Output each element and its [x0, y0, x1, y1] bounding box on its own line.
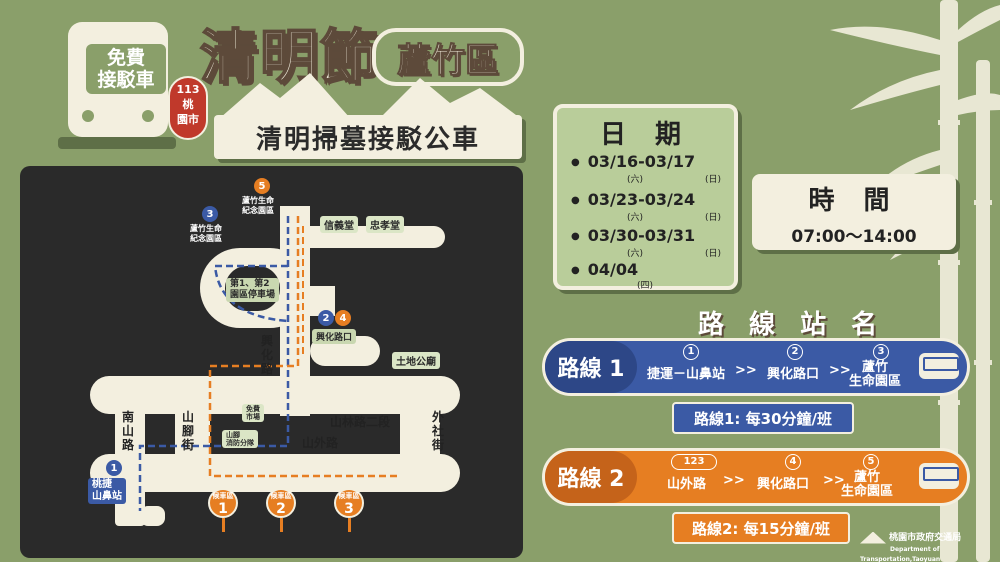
route2-stop-3: 蘆竹 生命園區 [841, 470, 894, 499]
time-value: 07:00～14:00 [791, 227, 917, 247]
badge-line1: 免費 [106, 47, 145, 69]
route2-sep-1: >> [723, 473, 745, 488]
year-badge-char1: 桃 [182, 98, 194, 111]
route-1-frequency: 路線1: 每30分鐘/班 [672, 402, 854, 434]
date-item-4: 04/04 [571, 260, 638, 279]
dept-logo-icon [860, 531, 886, 544]
route1-stop-num-2: 2 [787, 344, 803, 360]
tag-xinghua-junction: 興化路口 [312, 329, 357, 344]
district-badge: 蘆竹區 [372, 28, 524, 86]
stop2-num: 2 [276, 501, 286, 517]
road-shanjiao: 山 腳 街 [182, 410, 195, 452]
route1-stop-3: 蘆竹 生命園區 [849, 360, 902, 389]
route-map: 5 蘆竹生命紀念園區 3 蘆竹生命紀念園區 2 4 1 信義堂 忠孝堂 第1、第… [20, 166, 523, 558]
date4-w1: (四) [637, 281, 654, 291]
dept-name-en: Department of Transportation,Taoyuan [860, 545, 941, 562]
mountain-decoration [220, 73, 520, 118]
date-item-2: 03/23-03/24 [571, 190, 695, 209]
pin5-label2: 紀念園區 [242, 206, 274, 215]
date-item-1: 03/16-03/17 [571, 152, 695, 171]
pin3-label2: 紀念園區 [190, 234, 222, 243]
routes-title: 路 線 站 名 [698, 310, 886, 340]
bus-icon: 免費 接駁車 [68, 22, 168, 137]
year-badge: 113 桃 園市 [168, 76, 208, 140]
stop1-head: 候車區 [212, 492, 234, 500]
stop1-num: 1 [218, 501, 228, 517]
dept-name-zh: 桃園市政府交通局 [889, 533, 962, 543]
route2-stop-1: 山外路 [667, 477, 707, 492]
dates-title: 日 期 [599, 120, 692, 150]
stop3-num: 3 [344, 501, 354, 517]
date3-w2: (日) [705, 249, 722, 259]
date-item-3: 03/30-03/31 [571, 226, 695, 245]
route2-stop-num-3: 5 [863, 454, 879, 470]
road-shanlin: 山林路二段 [330, 415, 391, 429]
route-2-name: 路線 2 [545, 451, 637, 503]
tag-market: 免費 市場 [242, 404, 264, 422]
badge-line2: 接駁車 [97, 69, 155, 91]
page-title: 清明節 [199, 22, 381, 92]
time-title: 時 間 [808, 186, 900, 216]
date1-w2: (日) [705, 175, 722, 185]
date2-w2: (日) [705, 213, 722, 223]
pin3-label1: 蘆竹生命 [190, 224, 222, 233]
pin5-label1: 蘆竹生命 [242, 196, 274, 205]
year-badge-char2: 園 [177, 113, 188, 126]
route1-sep-1: >> [735, 363, 757, 378]
route2-stop-2: 興化路口 [757, 477, 810, 492]
bus-icon [919, 463, 959, 489]
date1-w1: (六) [627, 175, 644, 185]
road-shanwai: 山外路 [302, 436, 339, 450]
tag-parking: 第1、第2 園區停車場 [226, 278, 280, 302]
time-panel: 時 間 07:00～14:00 [752, 174, 956, 250]
route1-stop-num-3: 3 [873, 344, 889, 360]
free-shuttle-badge: 免費 接駁車 [58, 14, 176, 149]
tag-xinyi-hall: 信義堂 [320, 216, 358, 233]
date3-w1: (六) [627, 249, 644, 259]
department-logo: 桃園市政府交通局 Department of Transportation,Ta… [860, 530, 990, 562]
map-pin-3: 3 [202, 206, 218, 222]
route1-stop-1: 捷運－山鼻站 [647, 367, 726, 382]
map-pin-1: 1 [106, 460, 122, 476]
year-badge-char3: 市 [188, 113, 199, 126]
map-pin-4: 4 [335, 310, 351, 326]
route2-sep-2: >> [823, 473, 845, 488]
dates-panel: 日 期 03/16-03/17 (六) (日) 03/23-03/24 (六) … [553, 104, 738, 291]
date2-w1: (六) [627, 213, 644, 223]
map-pin-5: 5 [254, 178, 270, 194]
route2-stop-num-2: 4 [785, 454, 801, 470]
bus-icon [919, 353, 959, 379]
route-2-frequency: 路線2: 每15分鐘/班 [672, 512, 850, 544]
route-1-bar: 路線 1 1 捷運－山鼻站 >> 2 興化路口 >> 3 蘆竹 生命園區 [542, 338, 970, 396]
route2-stop-num-1: 123 [671, 454, 717, 470]
route1-stop-num-1: 1 [683, 344, 699, 360]
route-1-name: 路線 1 [545, 341, 637, 393]
route1-stop-2: 興化路口 [767, 367, 820, 382]
tag-zhongxiao-hall: 忠孝堂 [366, 216, 404, 233]
stop2-head: 候車區 [270, 492, 292, 500]
tag-mrt-station: 桃捷 山鼻站 [88, 478, 126, 504]
year-badge-year: 113 [176, 83, 200, 96]
stop3-head: 候車區 [338, 492, 360, 500]
route1-sep-2: >> [829, 363, 851, 378]
map-pin-2: 2 [318, 310, 334, 326]
route-2-bar: 路線 2 123 山外路 >> 4 興化路口 >> 5 蘆竹 生命園區 [542, 448, 970, 506]
subtitle-banner: 清明掃墓接駁公車 [214, 115, 522, 159]
road-xinghua: 興 化 路 [261, 334, 274, 376]
tag-fire-station: 山腳 消防分隊 [222, 430, 258, 448]
tag-tudi-temple: 土地公廟 [392, 352, 440, 369]
road-nanshan: 南 山 路 [122, 410, 135, 452]
road-waishe: 外 社 街 [432, 410, 445, 452]
